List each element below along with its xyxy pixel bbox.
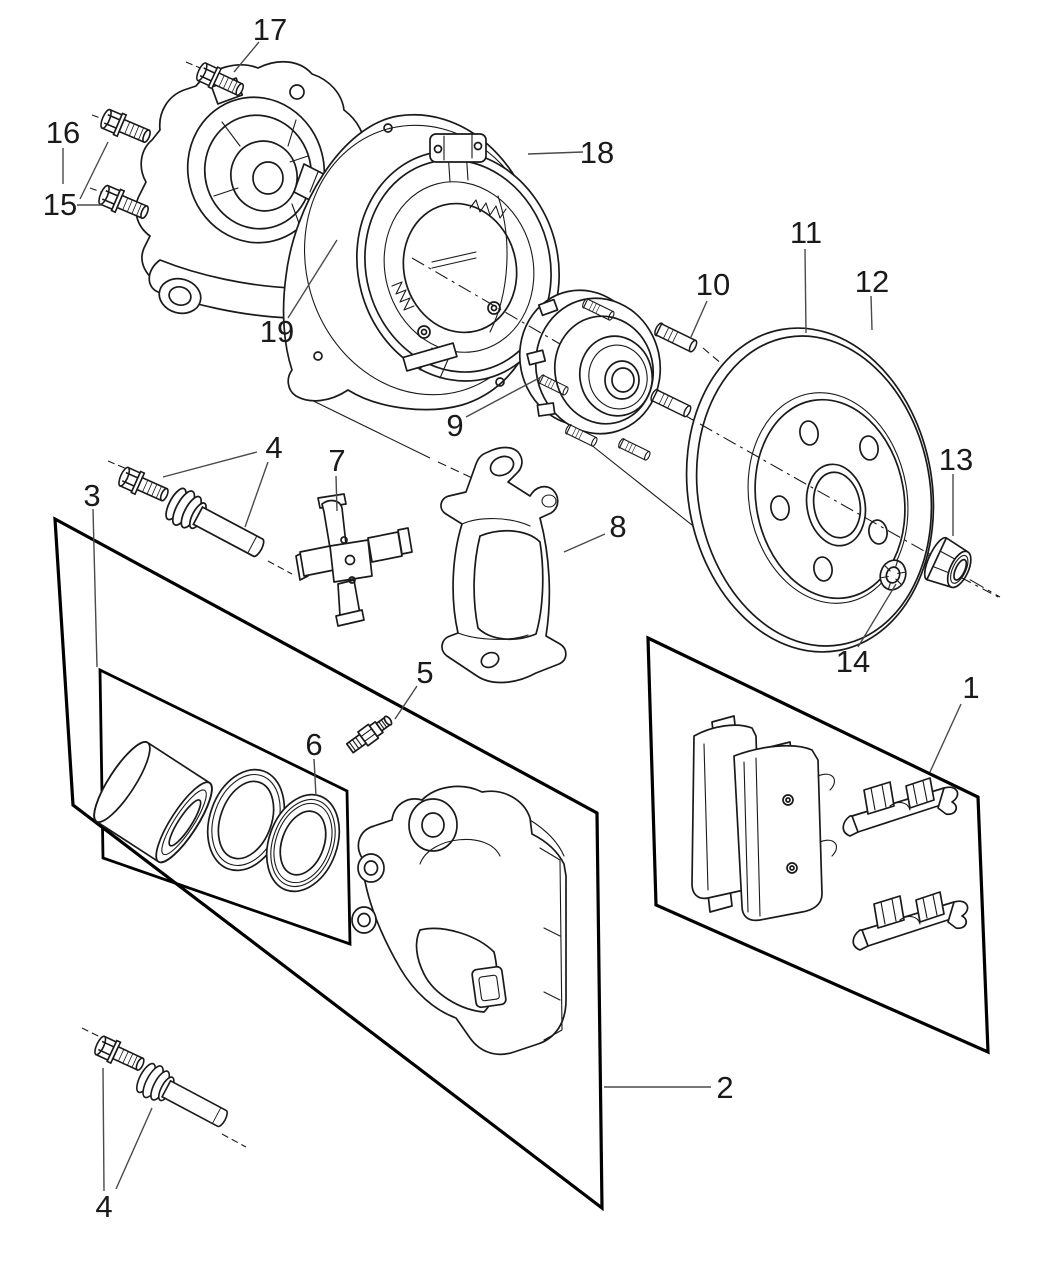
callout-15: 15: [43, 187, 77, 222]
caliper-piston-drawing: [93, 741, 213, 864]
caliper-housing-drawing: [351, 785, 567, 1056]
callout-7: 7: [328, 443, 345, 478]
callout-8: 8: [609, 509, 626, 544]
pad-spring-clip-drawing: [295, 493, 413, 627]
knuckle-bolt-16-drawing: [97, 106, 155, 149]
piston-seal-drawing: [206, 768, 286, 872]
callout-3: 3: [83, 478, 100, 513]
callout-10: 10: [696, 267, 730, 302]
caliper-bracket-drawing: [440, 446, 567, 684]
callout-18: 18: [580, 135, 614, 170]
center-axis-overlay: [411, 257, 941, 561]
pad-retainer-clip-upper-drawing: [842, 777, 959, 837]
piston-boot-drawing: [265, 793, 341, 893]
callout-4-upper: 4: [265, 430, 282, 465]
callout-4-lower: 4: [95, 1189, 112, 1224]
axis-tail-dash: [961, 577, 1003, 600]
brake-rotor-drawing: [685, 327, 935, 653]
callout-5: 5: [416, 655, 433, 690]
callout-6: 6: [305, 727, 322, 762]
callout-leader-lines: [62, 41, 962, 1192]
parking-brake-shoe-kit-drawing: [355, 133, 561, 382]
callout-2: 2: [716, 1070, 733, 1105]
pad-kit-box: [646, 635, 990, 1055]
callout-17: 17: [253, 12, 287, 47]
hub-bearing-drawing: [518, 289, 662, 462]
guide-pin-upper-drawing: [160, 483, 272, 567]
callout-1: 1: [962, 670, 979, 705]
knuckle-assembly-drawing: [135, 60, 408, 321]
brake-pads-drawing: [691, 715, 837, 922]
bleeder-screw-drawing: [345, 715, 393, 754]
hub-nut-drawing: [923, 536, 972, 589]
guide-pin-bolt-upper-drawing: [115, 463, 173, 508]
callout-9: 9: [446, 408, 463, 443]
callout-13: 13: [939, 442, 973, 477]
callout-labels: 17 16 15 19 18 9 10 11 12 13 14 8 1 2 3 …: [43, 12, 980, 1224]
callout-12: 12: [855, 264, 889, 299]
caliper-kit-box: [53, 516, 604, 1212]
guide-pin-lower-drawing: [131, 1058, 235, 1137]
callout-11: 11: [790, 215, 822, 250]
pad-retainer-clip-lower-drawing: [852, 891, 969, 951]
callout-14: 14: [836, 644, 870, 679]
guide-pin-bolt-lower-drawing: [91, 1032, 149, 1077]
hub-nut-retainer-drawing: [879, 559, 907, 591]
callout-19: 19: [260, 314, 294, 349]
callout-16: 16: [46, 115, 80, 150]
